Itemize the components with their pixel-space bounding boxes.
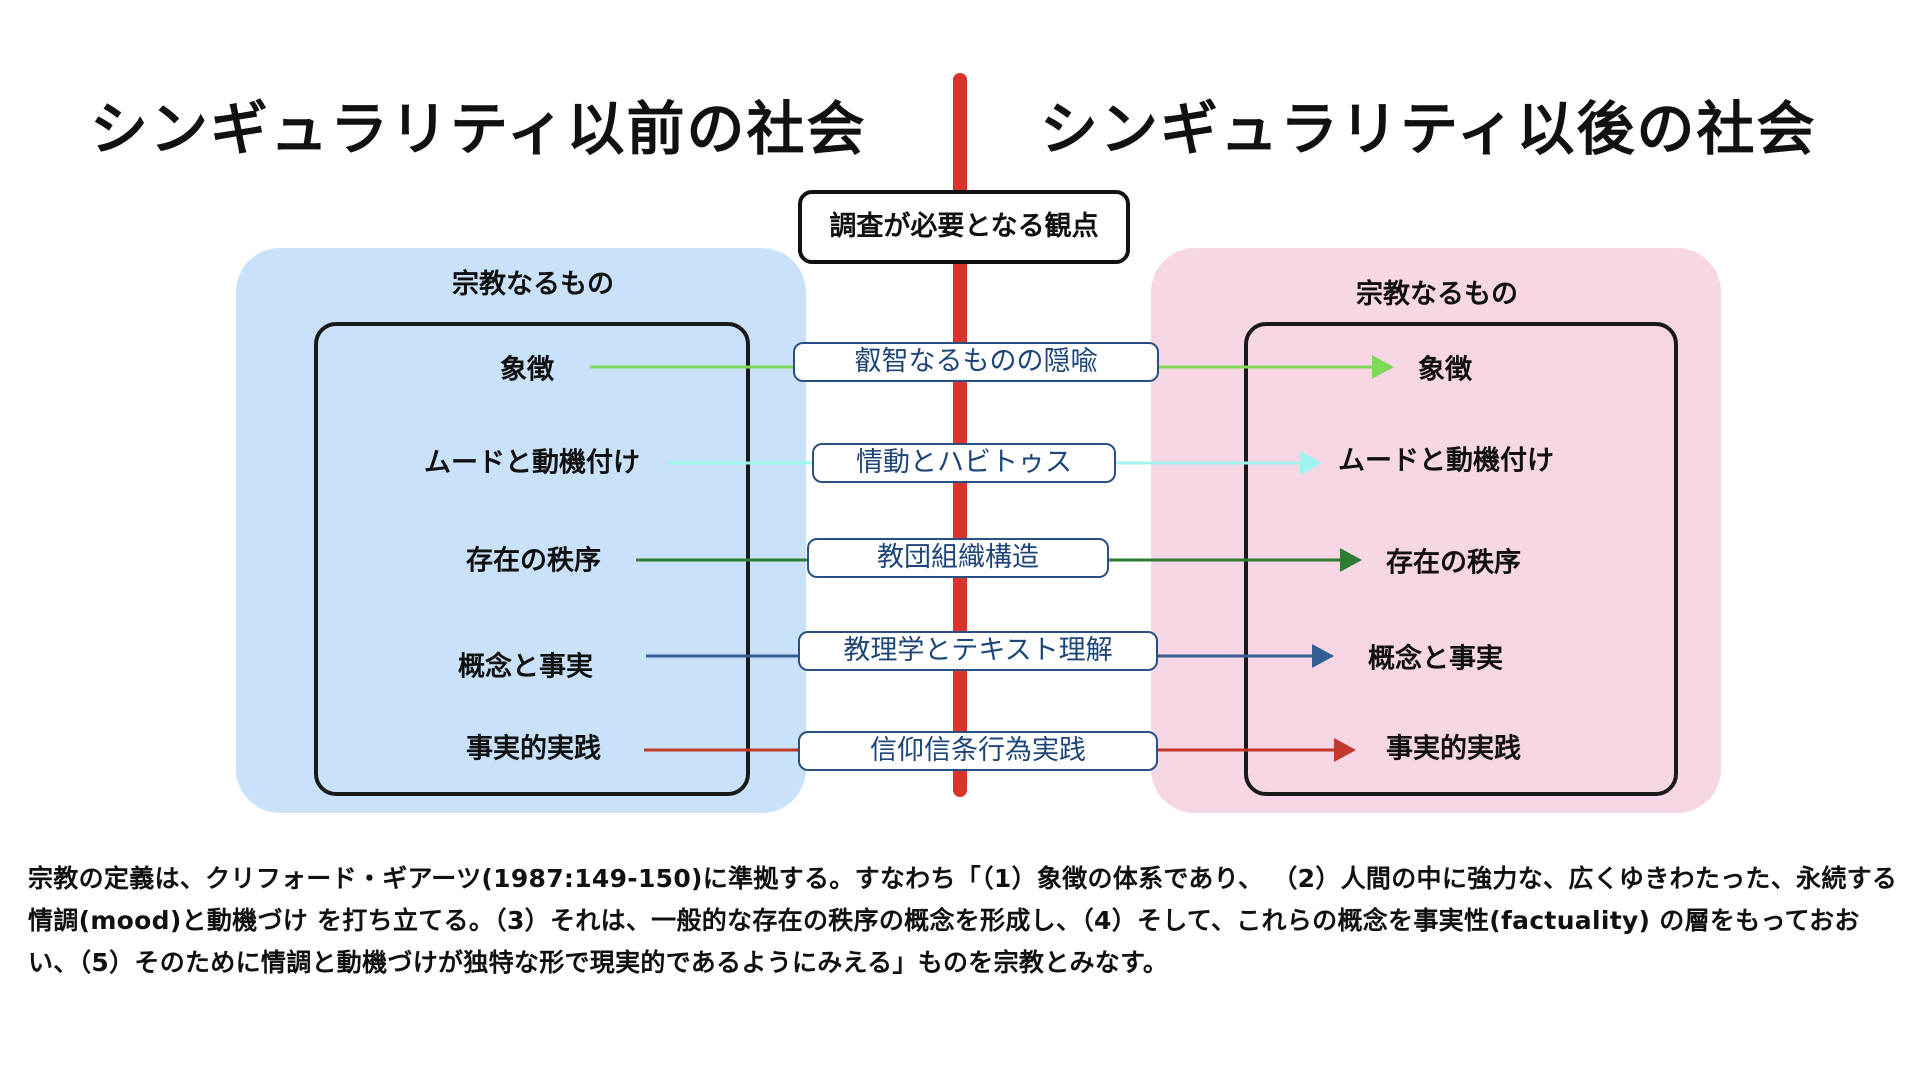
right-item-symbol: 象徴 [1418, 354, 1472, 386]
perspective-doctrine-text: 教理学とテキスト理解 [798, 631, 1158, 671]
arrow-head-order-of-existence [1340, 548, 1362, 572]
perspective-emotion-habitus: 情動とハビトゥス [812, 443, 1116, 483]
right-item-mood-motivation: ムードと動機付け [1338, 445, 1554, 477]
religion-definition-text: 宗教の定義は、クリフォード・ギアーツ(1987:149-150)に準拠する。すな… [28, 864, 1898, 977]
arrow-head-symbol [1372, 355, 1394, 379]
right-panel-title: 宗教なるもの [1356, 279, 1518, 310]
left-item-order-of-existence: 存在の秩序 [466, 545, 601, 577]
left-item-concept-fact: 概念と事実 [458, 651, 593, 683]
perspective-faith-practice: 信仰信条行為実践 [798, 731, 1158, 771]
left-item-factual-practice: 事実的実践 [466, 733, 601, 765]
arrow-head-concept-fact [1312, 644, 1334, 668]
right-item-factual-practice: 事実的実践 [1386, 733, 1521, 765]
title-after-singularity: シンギュラリティ以後の社会 [1040, 95, 1817, 163]
arrow-head-factual-practice [1334, 738, 1356, 762]
left-item-symbol: 象徴 [500, 354, 554, 386]
left-panel-title: 宗教なるもの [452, 269, 614, 300]
arrow-head-mood-motivation [1300, 451, 1322, 475]
perspective-wisdom-metaphor: 叡智なるものの隠喩 [793, 342, 1159, 382]
right-item-order-of-existence: 存在の秩序 [1386, 547, 1521, 579]
title-before-singularity: シンギュラリティ以前の社会 [90, 95, 867, 163]
perspective-religious-organization: 教団組織構造 [807, 538, 1109, 578]
left-item-mood-motivation: ムードと動機付け [424, 447, 640, 479]
right-item-concept-fact: 概念と事実 [1368, 643, 1503, 675]
perspectives-header: 調査が必要となる観点 [798, 190, 1130, 264]
